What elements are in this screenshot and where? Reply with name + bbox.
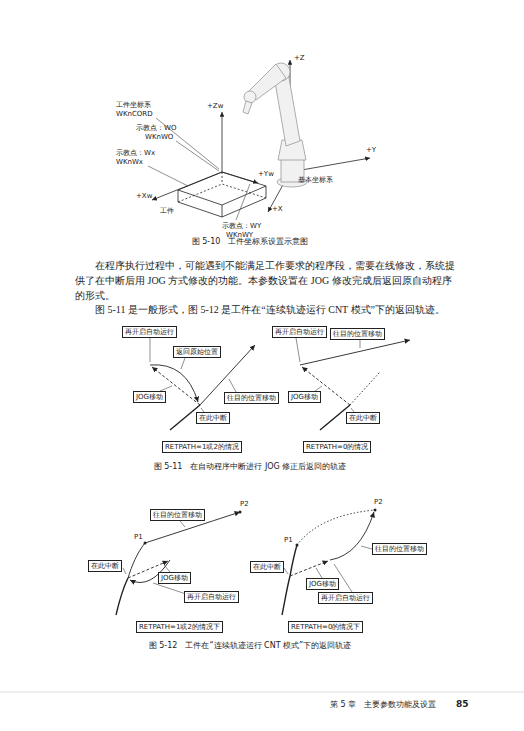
box-text: 往目的位置移动	[227, 393, 276, 403]
running-footer: 第 5 章 主要参数功能及设置	[330, 700, 436, 710]
box-text: 返回原始位置	[176, 347, 218, 357]
box-text: 再开启自动运行	[321, 593, 370, 603]
axis-label: +Zw	[207, 102, 223, 110]
label-box: RETPATH=0的情况下	[288, 621, 363, 633]
point-label: P2	[240, 500, 249, 508]
box-text: RETPATH=0的情况下	[291, 622, 360, 632]
box-text: JOG移动	[309, 579, 336, 589]
point-label: 示教点：WO	[136, 124, 176, 132]
point-label: WKnWO	[145, 133, 173, 141]
label-box: 在此中断	[250, 561, 284, 573]
point-label: P1	[134, 533, 143, 541]
label-box: RETPATH=0的情况	[303, 441, 371, 453]
label-box: 往目的位置移动	[224, 392, 279, 404]
part-label: 工件	[160, 207, 174, 215]
box-text: 在此中断	[349, 413, 377, 423]
footer-rule	[0, 692, 524, 693]
label-box: RETPATH=1或2的情况	[162, 441, 242, 453]
leader-line	[123, 338, 372, 594]
box-text: JOG移动	[136, 392, 163, 402]
axis-label: +Y	[366, 146, 376, 154]
box-text: 往目的位置移动	[153, 510, 202, 520]
label-box: JOG移动	[158, 572, 191, 584]
label-box: 再开启自动运行	[272, 326, 327, 338]
frame-label: WKnCORD	[116, 110, 153, 118]
label-box: JOG移动	[306, 578, 339, 590]
robot	[243, 63, 307, 187]
box-text: 再开启自动运行	[187, 592, 236, 602]
frame-label: 工件坐标系	[116, 101, 151, 109]
label-box: 在此中断	[346, 412, 380, 424]
box-text: 在此中断	[253, 562, 281, 572]
point-label: 示教点：Wx	[116, 149, 155, 157]
point-label: 示教点：WY	[222, 222, 261, 230]
workpiece	[178, 172, 266, 217]
label-box: 再开启自动运行	[184, 591, 239, 603]
label-box: 往目的位置移动	[150, 509, 205, 521]
page-number: 85	[456, 699, 469, 710]
body-paragraph: 图 5-11 是一般形式，图 5-12 是工件在“连续轨迹运行 CNT 模式”下…	[75, 302, 460, 317]
label-box: RETPATH=1或2的情况下	[136, 621, 223, 633]
body-paragraph: 在程序执行过程中，可能遇到不能满足工作要求的程序段，需要在线修改，系统提供了在中…	[75, 258, 460, 303]
label-box: 往目的位置移动	[330, 328, 385, 340]
label-box: 再开启自动运行	[318, 592, 373, 604]
figure-caption: 图 5-11 在自动程序中断进行 JOG 修正后返回的轨迹	[154, 462, 347, 472]
axis-label: +Z	[294, 54, 305, 62]
figure-caption: 图 5-12 工件在“连续轨迹运行 CNT 模式”下的返回轨迹	[149, 641, 352, 651]
trajectory	[116, 340, 410, 615]
box-text: RETPATH=1或2的情况	[165, 442, 239, 452]
axis-label: +X	[272, 205, 283, 213]
label-box: JOG移动	[288, 391, 321, 403]
box-text: RETPATH=1或2的情况下	[139, 622, 220, 632]
label-box: 在此中断	[88, 560, 122, 572]
box-text: JOG移动	[161, 573, 188, 583]
box-text: 再开启自动运行	[125, 327, 174, 337]
box-text: 往目的位置移动	[333, 329, 382, 339]
point-dot	[144, 509, 377, 547]
point-label: P1	[284, 536, 293, 544]
label-box: JOG移动	[133, 391, 166, 403]
figure-caption: 图 5-10 工件坐标系设置示意图	[192, 237, 309, 247]
box-text: 往目的位置移动	[375, 544, 424, 554]
label-box: 往目的位置移动	[372, 543, 427, 555]
point-label: P2	[374, 498, 383, 506]
point-label: WKnWx	[116, 158, 143, 166]
box-text: 再开启自动运行	[275, 327, 324, 337]
label-box: 再开启自动运行	[122, 326, 177, 338]
box-text: JOG移动	[291, 392, 318, 402]
label-box: 返回原始位置	[173, 346, 221, 358]
label-box: 在此中断	[196, 412, 230, 424]
frame-label: 基本坐标系	[298, 176, 333, 184]
box-text: RETPATH=0的情况	[306, 442, 368, 452]
axis-label: +Xw	[136, 192, 152, 200]
box-text: 在此中断	[199, 413, 227, 423]
box-text: 在此中断	[91, 561, 119, 571]
axis-label: +Yw	[258, 170, 274, 178]
